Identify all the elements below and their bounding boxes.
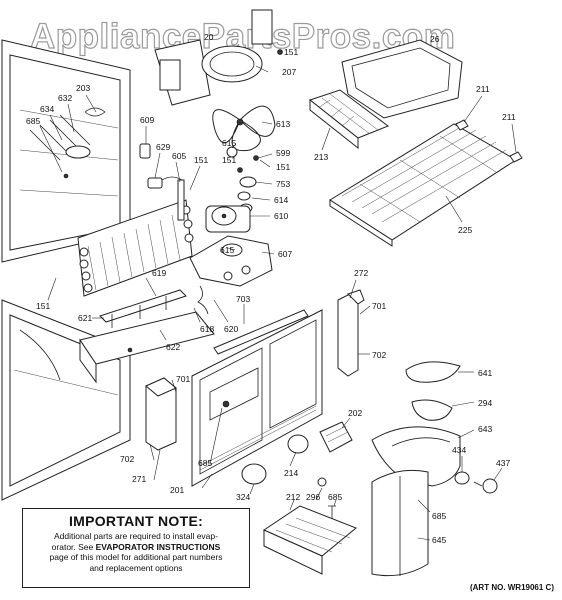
callout-632: 632 — [58, 93, 72, 103]
air-duct-right — [337, 289, 365, 377]
callout-272: 272 — [354, 268, 368, 278]
callout-615: 615 — [220, 245, 234, 255]
shelf-support-left — [455, 119, 469, 131]
leader-lines — [39, 65, 517, 541]
callout-702: 702 — [372, 350, 386, 360]
note-line-1: Additional parts are required to install… — [54, 531, 218, 541]
callout-610: 610 — [274, 211, 288, 221]
callout-211: 211 — [502, 112, 516, 122]
callout-621: 621 — [78, 313, 92, 323]
callout-643: 643 — [478, 424, 492, 434]
note-line-2-text: orator. See — [51, 541, 96, 552]
callout-685: 685 — [328, 492, 342, 502]
drip-tray — [262, 505, 357, 575]
callout-622: 622 — [166, 342, 180, 352]
callout-213: 213 — [314, 152, 328, 162]
callout-620: 620 — [224, 324, 238, 334]
callout-211: 211 — [476, 84, 490, 94]
callout-599: 599 — [276, 148, 290, 158]
callout-26x: 26 — [430, 34, 440, 44]
rear-panel — [191, 309, 323, 487]
callout-214: 214 — [284, 468, 298, 478]
callout-619: 619 — [152, 268, 166, 278]
fan-motor — [205, 205, 251, 233]
callout-753: 753 — [276, 179, 290, 189]
callout-701: 701 — [176, 374, 190, 384]
wire-shelf — [329, 123, 517, 247]
callout-609: 609 — [140, 115, 154, 125]
shelf-support-right — [509, 151, 523, 163]
callout-615: 615 — [222, 138, 236, 148]
callout-151: 151 — [36, 301, 50, 311]
lower-cabinet — [1, 299, 131, 501]
callout-212: 212 — [286, 492, 300, 502]
fan-blade — [212, 105, 276, 152]
callout-294: 294 — [478, 398, 492, 408]
evaporator-heater-parts — [79, 285, 215, 384]
callout-202: 202 — [348, 408, 362, 418]
ice-bucket — [341, 39, 463, 119]
callout-207: 207 — [282, 67, 296, 77]
evaporator-coil — [77, 199, 194, 297]
important-note-body: Additional parts are required to install… — [23, 531, 249, 573]
callout-271: 271 — [132, 474, 146, 484]
rail — [213, 309, 309, 355]
callout-641: 641 — [478, 368, 492, 378]
callout-151: 151 — [222, 155, 236, 165]
callout-685: 685 — [198, 458, 212, 468]
evaporator-instructions-text: EVAPORATOR INSTRUCTIONS — [95, 541, 221, 552]
fan-bracket-assembly — [154, 9, 283, 106]
callout-151: 151 — [194, 155, 208, 165]
callout-614: 614 — [274, 195, 288, 205]
callout-labels: 203 632 634 685 609 629 605 151 207 151 … — [26, 32, 516, 545]
important-note-box: IMPORTANT NOTE: Additional parts are req… — [22, 508, 250, 588]
dispenser-parts — [371, 361, 498, 577]
callout-701: 701 — [372, 301, 386, 311]
note-line-3: page of this model for additional part n… — [49, 552, 223, 562]
art-number: (ART NO. WR19061 C) — [469, 583, 554, 592]
callout-629: 629 — [156, 142, 170, 152]
callout-605: 605 — [172, 151, 186, 161]
callout-607: 607 — [278, 249, 292, 259]
callout-225: 225 — [458, 225, 472, 235]
callout-201: 201 — [170, 485, 184, 495]
callout-685: 685 — [26, 116, 40, 126]
note-line-2: orator. See EVAPORATOR INSTRUCTIONS — [27, 542, 245, 553]
ice-tray — [308, 89, 390, 150]
callout-324: 324 — [236, 492, 250, 502]
callout-634: 634 — [40, 104, 54, 114]
callout-685: 685 — [432, 511, 446, 521]
callout-437: 437 — [496, 458, 510, 468]
callout-20x: 20 — [204, 32, 214, 42]
callout-702: 702 — [120, 454, 134, 464]
callout-618: 618 — [200, 324, 214, 334]
callout-296: 296 — [306, 492, 320, 502]
small-parts-609-629-605 — [139, 143, 185, 221]
callout-613: 613 — [276, 119, 290, 129]
upper-cabinet — [1, 39, 131, 263]
callout-703: 703 — [236, 294, 250, 304]
note-line-4: and replacement options — [89, 562, 183, 573]
callout-151: 151 — [276, 162, 290, 172]
air-duct-left — [145, 377, 177, 451]
important-note-title: IMPORTANT NOTE: — [68, 513, 204, 529]
callout-645: 645 — [432, 535, 446, 545]
motor-mount-bracket — [189, 235, 273, 287]
callout-203: 203 — [76, 83, 90, 93]
callout-151: 151 — [284, 47, 298, 57]
callout-434: 434 — [452, 445, 466, 455]
watermark-text: AppliancePartsPros.com — [30, 17, 455, 56]
